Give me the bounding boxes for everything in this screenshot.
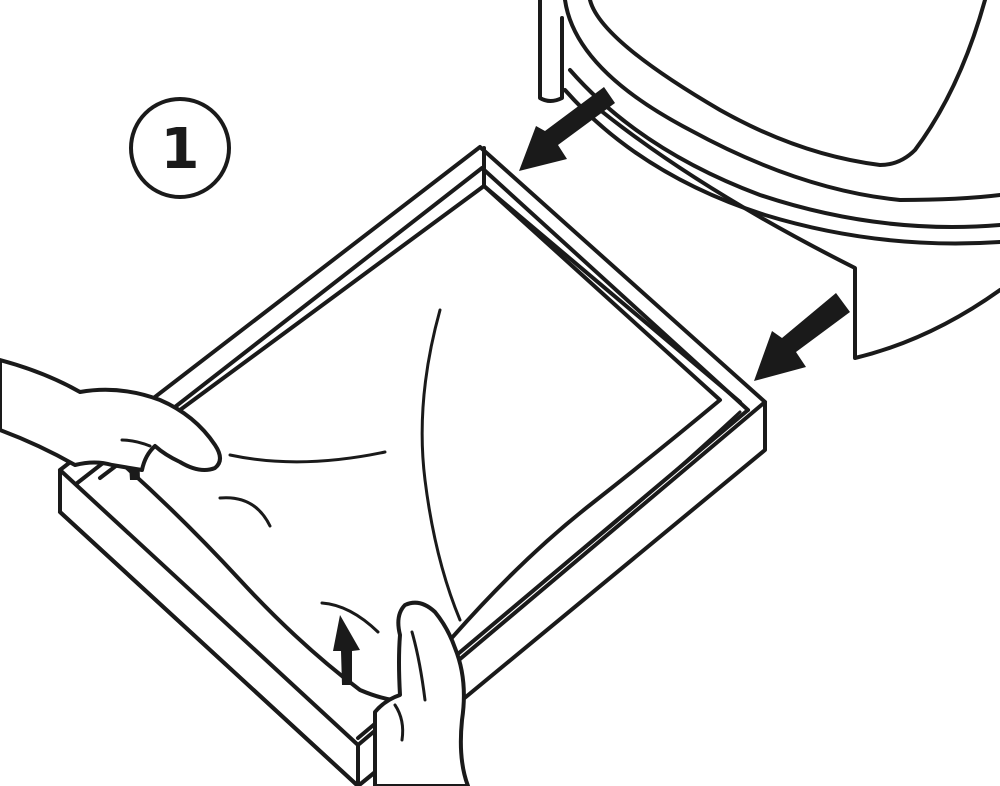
appliance-lower-curve-1 (568, 68, 1000, 229)
appliance-left-foot (538, 0, 564, 103)
step-number: 1 (161, 117, 200, 182)
right-hand-finger-line (410, 630, 427, 702)
appliance-body (538, 0, 1000, 360)
tray-front-edge (58, 468, 360, 786)
step-badge: 1 (129, 97, 231, 199)
arrow-down-left-icon (519, 87, 615, 171)
appliance-drawer-slot (598, 108, 1000, 360)
arrow-up-icon (333, 615, 360, 685)
appliance-outer-curve (563, 0, 1000, 202)
appliance-inner-curve (588, 0, 987, 167)
right-hand-knuckle-line (393, 703, 405, 742)
step-badge-circle-icon (129, 97, 231, 199)
left-hand (0, 358, 222, 472)
right-hand-outline (373, 600, 470, 786)
left-hand-thumb-line (120, 438, 152, 448)
liner-sheet (116, 184, 742, 704)
right-hand (373, 600, 470, 786)
liner-fold-4 (320, 601, 380, 634)
liner-fold-3 (218, 496, 272, 528)
liner-fold-1 (420, 308, 462, 622)
left-hand-outline (0, 358, 222, 472)
liner-fold-5 (543, 410, 742, 582)
appliance-lower-curve-2 (563, 88, 1000, 246)
liner-fold-2 (228, 450, 387, 464)
remove-arrows (519, 87, 850, 381)
arrow-down-left-icon (754, 293, 850, 381)
